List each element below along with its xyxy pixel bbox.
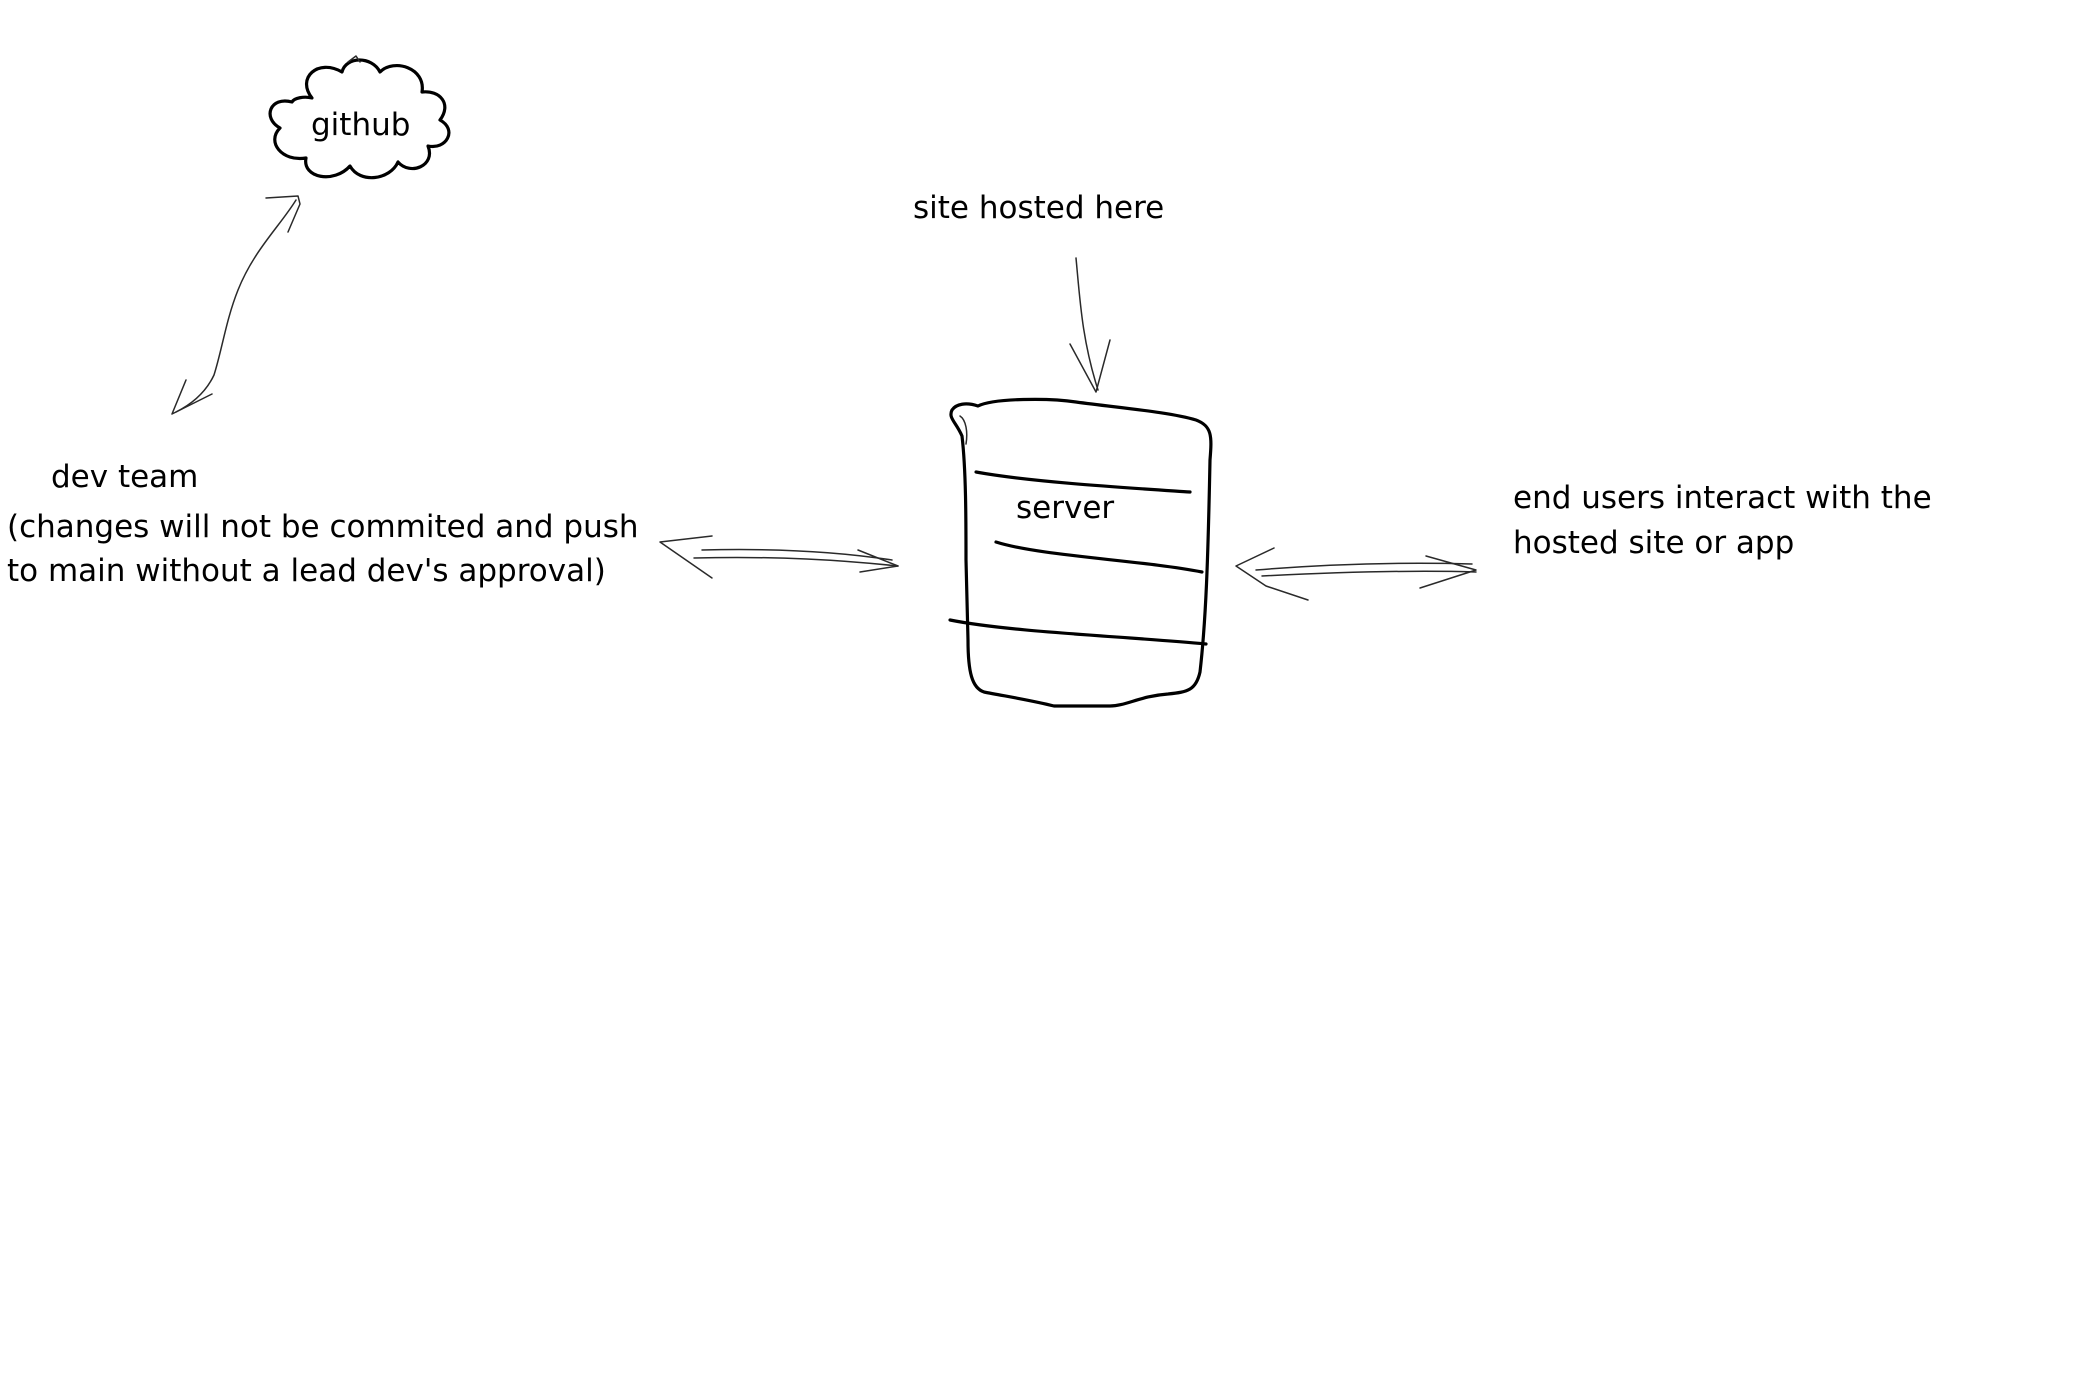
arrow-devteam-server-left-head xyxy=(659,535,713,579)
server-caption-label: site hosted here xyxy=(913,190,1165,226)
github-cloud-shape xyxy=(268,58,451,180)
arrow-server-endusers-right-head xyxy=(1419,555,1477,589)
arrow-caption-to-server-head xyxy=(1069,339,1111,393)
arrow-server-endusers-left-head xyxy=(1235,547,1309,601)
arrow-github-to-devteam-head xyxy=(171,379,213,415)
arrow-server-endusers-shaft xyxy=(1255,562,1477,577)
end-users-line-1: end users interact with the xyxy=(1513,480,1932,516)
server-band-3 xyxy=(948,618,1208,646)
arrow-github-to-devteam-tail xyxy=(265,195,301,233)
server-lip xyxy=(959,415,968,445)
server-label: server xyxy=(1016,490,1115,526)
end-users-line-2: hosted site or app xyxy=(1513,525,1795,561)
dev-team-note-line-1: (changes will not be commited and push xyxy=(7,509,639,545)
server-band-2 xyxy=(994,540,1204,574)
github-cloud-tuft xyxy=(347,55,361,63)
server-band-1 xyxy=(974,470,1192,494)
dev-team-title: dev team xyxy=(51,459,199,495)
arrow-caption-to-server xyxy=(1075,257,1099,391)
arrow-github-to-devteam xyxy=(175,199,297,413)
github-label: github xyxy=(311,107,411,143)
dev-team-note-line-2: to main without a lead dev's approval) xyxy=(7,553,606,589)
arrow-devteam-server-shaft xyxy=(693,548,899,567)
arrow-devteam-server-right-head xyxy=(857,549,899,573)
server-cylinder xyxy=(949,397,1213,708)
